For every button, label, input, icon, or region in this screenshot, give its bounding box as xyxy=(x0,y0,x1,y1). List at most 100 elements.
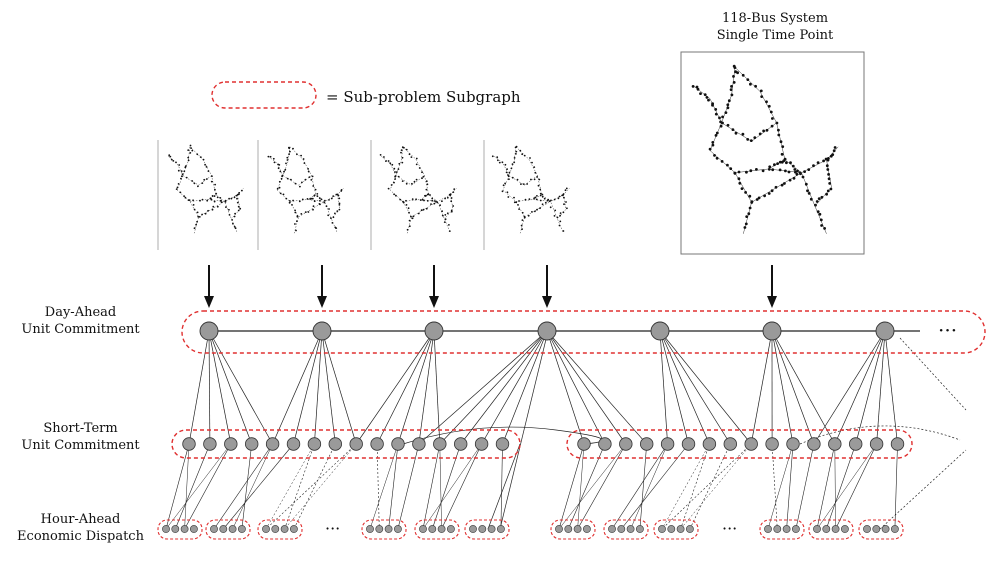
inset-title-line2: Single Time Point xyxy=(716,28,834,43)
thumbnail-network-bus xyxy=(328,199,330,201)
thumbnail-network-bus xyxy=(284,168,287,171)
thumbnail-network-bus xyxy=(521,211,524,214)
inset-network-bus xyxy=(827,177,831,181)
thumbnail-network-line xyxy=(389,146,412,234)
thumbnail-network-bus xyxy=(412,215,415,218)
hour-ahead-subgraph-oval xyxy=(603,519,649,540)
thumbnail-network-bus xyxy=(303,162,306,165)
thumbnail-network-bus xyxy=(235,194,238,197)
thumbnail-network-bus xyxy=(408,219,411,222)
edge-da-st xyxy=(208,330,273,445)
thumbnail-network-line xyxy=(189,199,238,234)
thumbnail-network-bus xyxy=(405,199,407,202)
thumbnail-network-bus xyxy=(289,150,291,153)
thumbnail-network-bus xyxy=(320,198,323,201)
thumbnail-network-bus xyxy=(389,162,392,165)
thumbnail-network-bus xyxy=(269,155,272,158)
thumbnail-network-bus xyxy=(189,144,192,147)
thumbnail-network-bus xyxy=(402,201,405,204)
thumbnail-network-bus xyxy=(324,199,326,202)
thumbnail-network-bus xyxy=(385,160,387,163)
inset-network-bus xyxy=(757,196,761,200)
edge-da-st xyxy=(771,330,836,445)
hour-ahead-node xyxy=(289,525,298,533)
thumbnail-network-bus xyxy=(550,199,552,202)
inset-network-bus xyxy=(781,145,785,149)
thumbnail-network-bus xyxy=(294,209,296,212)
inset-network-bus xyxy=(787,170,791,174)
thumbnail-network-bus xyxy=(295,229,297,232)
short-term-node xyxy=(869,437,884,451)
thumbnail-network-bus xyxy=(206,199,209,202)
edge-da-st xyxy=(433,330,441,445)
edge-da-st xyxy=(659,330,710,445)
inset-network-bus xyxy=(779,140,783,144)
thumbnail-network-bus xyxy=(508,178,510,181)
inset-network-bus xyxy=(783,157,787,161)
thumbnail-network-bus xyxy=(504,182,506,185)
thumbnail-network-bus xyxy=(178,164,181,166)
inset-network-bus xyxy=(746,138,750,141)
edge-st-ha xyxy=(422,443,482,530)
thumbnail-network-bus xyxy=(410,215,412,218)
hour-ahead-node xyxy=(446,525,455,533)
thumbnail-network-bus xyxy=(443,221,446,224)
edge-da-st xyxy=(208,330,232,445)
thumbnail-network-bus xyxy=(228,208,230,211)
thumbnail-network-bus xyxy=(441,210,443,213)
thumbnail-network-bus xyxy=(394,175,396,178)
inset-network-bus xyxy=(767,192,771,195)
thumbnail-network-bus xyxy=(193,227,196,230)
thumbnail-network-bus xyxy=(282,193,285,196)
thumbnail-network-bus xyxy=(450,197,453,199)
inset-network-bus xyxy=(807,192,811,195)
thumbnail-network-bus xyxy=(203,178,206,181)
thumbnail-network-bus xyxy=(520,224,523,227)
inset-network-bus xyxy=(749,169,753,173)
thumbnail-network-bus xyxy=(298,200,301,203)
edge-st-ha xyxy=(265,443,357,530)
inset-network-bus xyxy=(715,131,719,135)
inset-network-bus xyxy=(711,103,714,107)
short-term-node xyxy=(723,437,738,451)
short-term-node xyxy=(328,437,343,451)
edge-da-st xyxy=(321,330,357,445)
thumbnail-network-bus xyxy=(515,150,518,153)
thumbnail-network-bus xyxy=(566,207,568,210)
thumbnail-network-bus xyxy=(393,181,395,184)
edge-st-ha xyxy=(558,443,626,530)
hour-ahead-node xyxy=(764,525,772,533)
edge-st-ha xyxy=(432,443,461,530)
edge-da-st xyxy=(855,330,886,445)
thumbnail-network-bus xyxy=(507,196,510,198)
hour-ahead-node xyxy=(891,525,899,533)
thumbnail-network-bus xyxy=(294,223,296,225)
thumbnail-network-bus xyxy=(199,199,201,202)
hour-ahead-node xyxy=(608,525,616,533)
thumbnail-network-bus xyxy=(197,185,199,188)
edge-st-ha xyxy=(265,443,315,530)
thumbnail-network-bus xyxy=(338,208,341,211)
short-term-subgraph-oval xyxy=(566,429,913,459)
thumbnail-network-bus xyxy=(539,188,542,191)
thumbnail-network-bus xyxy=(304,211,307,214)
thumbnail-network-bus xyxy=(288,147,291,150)
down-arrow-head xyxy=(317,296,327,308)
inset-network-bus xyxy=(726,163,729,167)
inset-network-bus xyxy=(745,170,748,174)
thumbnail-network-bus xyxy=(417,212,420,215)
thumbnail-network-bus xyxy=(307,168,309,170)
thumbnail-network-bus xyxy=(206,178,208,180)
legend-label: = Sub-problem Subgraph xyxy=(326,88,521,106)
inset-network-bus xyxy=(714,134,718,137)
thumbnail-network-bus xyxy=(541,195,544,198)
thumbnail-network-line xyxy=(182,175,212,186)
thumbnail-network-bus xyxy=(177,183,180,185)
inset-network-bus xyxy=(748,194,752,198)
hour-ahead-node xyxy=(658,525,666,533)
edge-st-ha xyxy=(284,443,357,530)
short-term-node xyxy=(640,437,654,451)
thumbnail-network-bus xyxy=(497,159,499,162)
inset-network-bus xyxy=(768,165,772,169)
thumbnail-network-bus xyxy=(506,191,509,194)
